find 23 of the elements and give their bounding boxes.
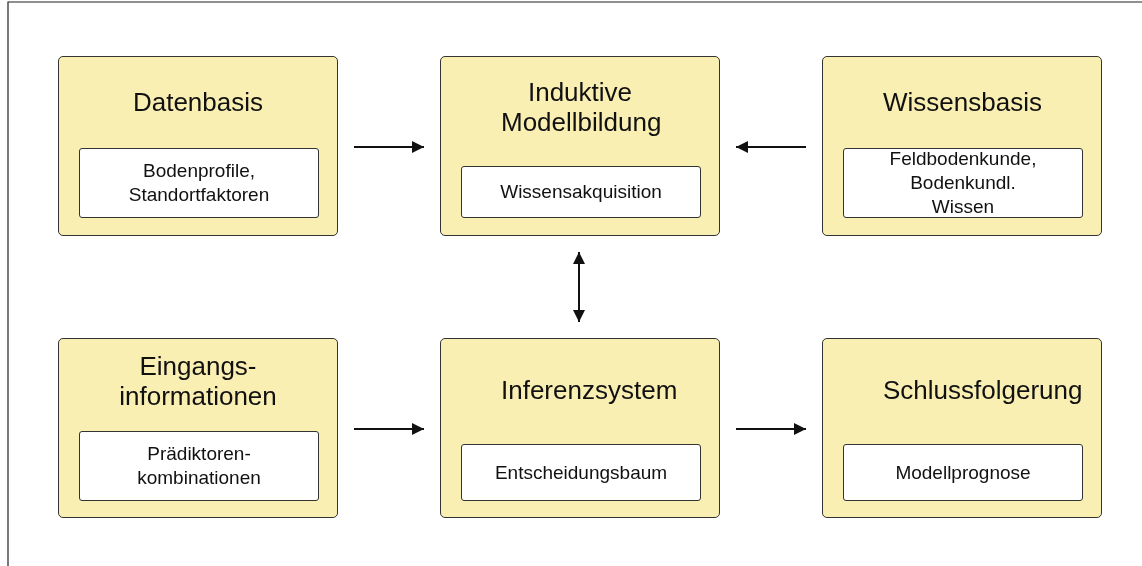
arrow	[735, 423, 807, 435]
component-box	[440, 56, 720, 236]
component-box	[58, 56, 338, 236]
content-box: Feldbodenkunde, Bodenkundl. Wissen	[843, 148, 1083, 218]
component-box	[822, 56, 1102, 236]
content-box: Entscheidungsbaum	[461, 444, 701, 501]
box-heading: Datenbasis	[131, 87, 265, 117]
arrow	[573, 251, 585, 323]
component-box	[822, 338, 1102, 518]
component-box	[440, 338, 720, 518]
content-box: Bodenprofile, Standortfaktoren	[79, 148, 319, 218]
content-box: Wissensakquisition	[461, 166, 701, 218]
box-heading: Schlussfolgerung	[882, 375, 1084, 405]
component-box	[58, 338, 338, 518]
content-box: Prädiktoren- kombinationen	[79, 431, 319, 501]
arrow	[735, 141, 807, 153]
box-heading: Wissensbasis	[882, 87, 1043, 117]
box-heading: Eingangs- informationen	[118, 351, 278, 411]
arrow	[353, 141, 425, 153]
box-heading: Induktive Modellbildung	[500, 77, 663, 137]
arrow	[353, 423, 425, 435]
box-heading: Inferenzsystem	[500, 375, 679, 405]
content-box: Modellprognose	[843, 444, 1083, 501]
